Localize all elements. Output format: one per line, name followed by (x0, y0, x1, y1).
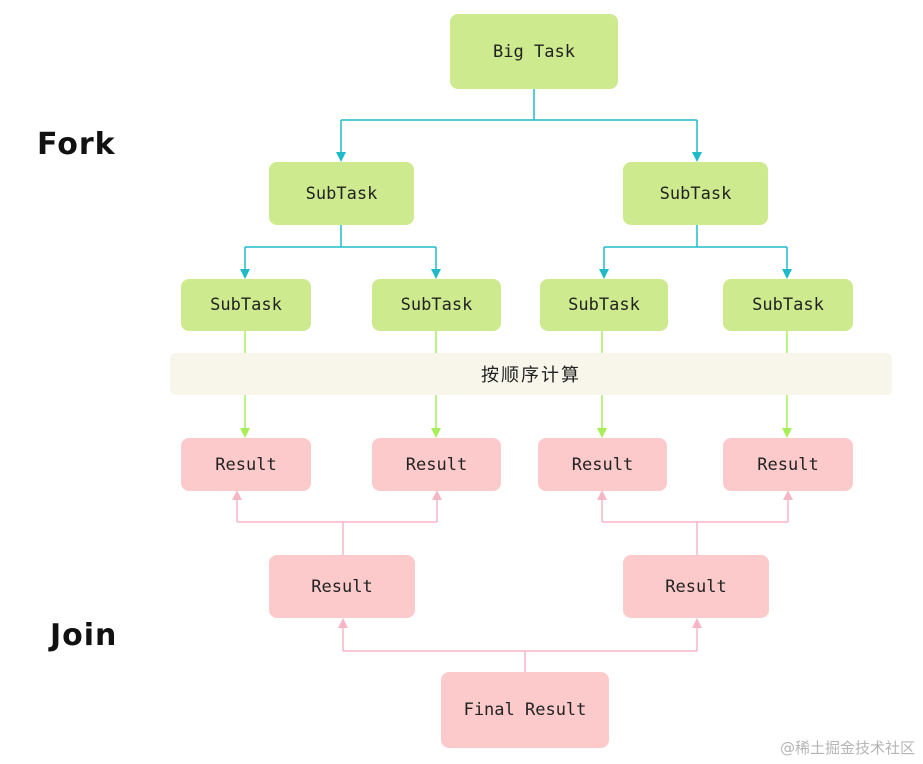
fork-arrows-level2 (240, 225, 792, 279)
result-leaf-1: Result (181, 438, 311, 491)
sequential-compute-band: 按顺序计算 (170, 353, 892, 395)
result-leaf-3: Result (538, 438, 667, 491)
result-leaf-4: Result (723, 438, 853, 491)
subtask-node-right: SubTask (623, 162, 768, 225)
join-label: Join (50, 618, 118, 653)
subtask-leaf-4: SubTask (723, 279, 853, 331)
watermark: @稀土掘金技术社区 (779, 739, 915, 757)
compute-arrows (240, 331, 792, 438)
big-task-node: Big Task (450, 14, 618, 89)
subtask-leaf-1: SubTask (181, 279, 311, 331)
result-leaf-2: Result (372, 438, 501, 491)
fork-arrows-level1 (336, 89, 702, 162)
subtask-leaf-2: SubTask (372, 279, 501, 331)
final-result-node: Final Result (441, 672, 609, 748)
subtask-leaf-3: SubTask (540, 279, 668, 331)
subtask-node-left: SubTask (269, 162, 414, 225)
join-arrows-level2 (338, 618, 702, 672)
result-merged-right: Result (623, 555, 769, 618)
result-merged-left: Result (269, 555, 415, 618)
join-arrows-level1 (232, 490, 793, 555)
fork-label: Fork (37, 127, 116, 162)
